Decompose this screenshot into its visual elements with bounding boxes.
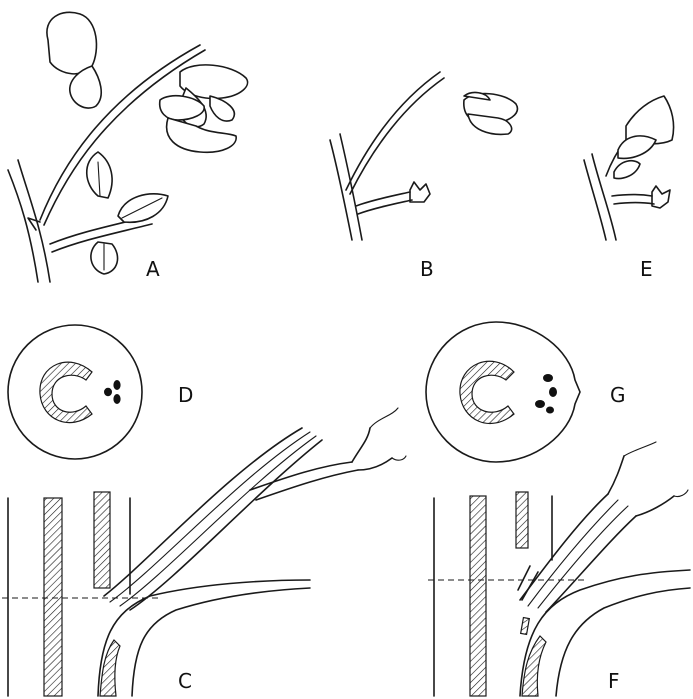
panel-g-drawing [426,322,580,462]
panel-label-g: G [610,383,626,407]
panel-label-a: A [146,257,160,281]
panel-b-drawing [330,72,517,240]
panel-label-b: B [420,257,434,281]
panel-label-f: F [608,669,620,693]
panel-label-d: D [178,383,193,407]
panel-label-c: C [178,669,192,693]
panel-label-e: E [640,257,653,281]
panel-d-drawing [8,325,142,459]
panel-e-drawing [584,96,674,240]
panel-f-drawing [428,442,690,696]
panel-a-drawing [8,12,248,282]
